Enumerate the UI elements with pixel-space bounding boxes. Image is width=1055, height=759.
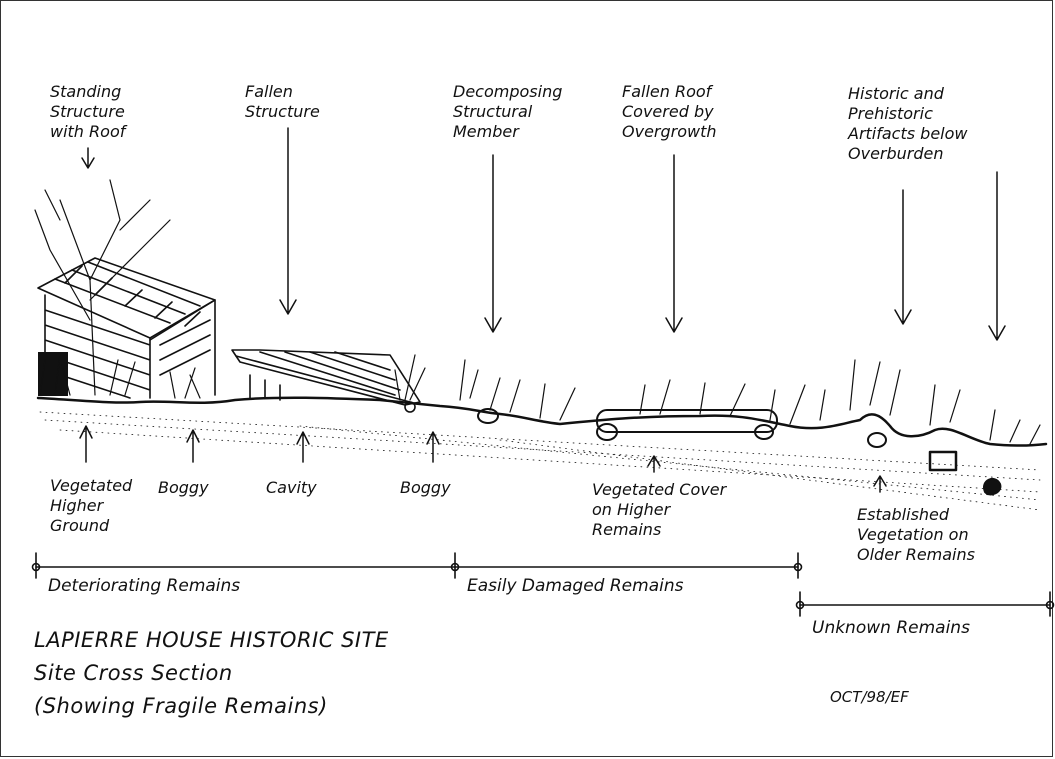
fallen-structure bbox=[232, 350, 420, 412]
zone-deteriorating: Deteriorating Remains bbox=[48, 576, 240, 596]
label-fallen-structure: Fallen Structure bbox=[245, 82, 320, 122]
signature: OCT/98/EF bbox=[830, 688, 909, 706]
label-decomposing-member: Decomposing Structural Member bbox=[453, 82, 562, 142]
title-block: LAPIERRE HOUSE HISTORIC SITE Site Cross … bbox=[34, 624, 389, 723]
label-vegetated-higher-ground: Vegetated Higher Ground bbox=[50, 476, 132, 536]
title-line-1: LAPIERRE HOUSE HISTORIC SITE bbox=[34, 624, 389, 657]
label-cavity: Cavity bbox=[266, 478, 317, 498]
zone-easily-damaged: Easily Damaged Remains bbox=[467, 576, 683, 596]
label-artifacts: Historic and Prehistoric Artifacts below… bbox=[848, 84, 968, 164]
zone-unknown: Unknown Remains bbox=[812, 618, 970, 638]
title-line-2: Site Cross Section bbox=[34, 657, 389, 690]
label-fallen-roof: Fallen Roof Covered by Overgrowth bbox=[622, 82, 717, 142]
label-boggy-2: Boggy bbox=[400, 478, 451, 498]
label-established-vegetation: Established Vegetation on Older Remains bbox=[857, 505, 975, 565]
title-line-3: (Showing Fragile Remains) bbox=[34, 690, 389, 723]
label-boggy-1: Boggy bbox=[158, 478, 209, 498]
label-vegetated-cover: Vegetated Cover on Higher Remains bbox=[592, 480, 726, 540]
tree-and-shrubs bbox=[35, 180, 1040, 444]
standing-structure bbox=[38, 258, 215, 398]
label-standing-structure: Standing Structure with Roof bbox=[50, 82, 125, 142]
